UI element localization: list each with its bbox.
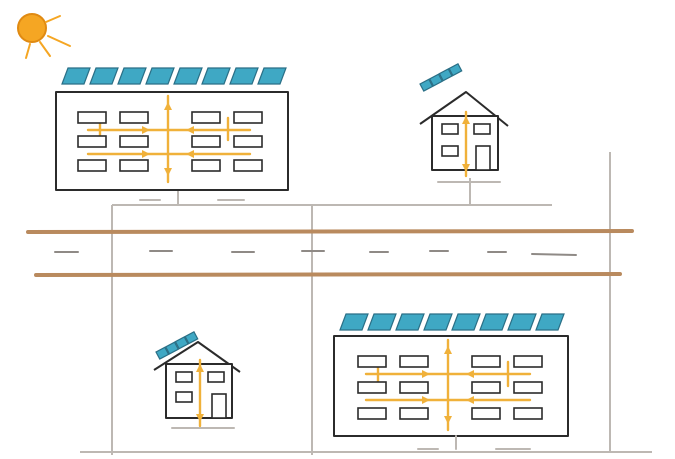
- power-flow-arrow-icon: [196, 364, 204, 422]
- apartment-building-top: [55, 91, 289, 201]
- solar-panels-building-top: [61, 67, 287, 85]
- solar-panel-icon: [155, 331, 199, 360]
- solar-panels-house-bottom: [155, 331, 199, 360]
- apartment-building-bottom: [333, 335, 569, 450]
- solar-panel-icon: [419, 63, 463, 92]
- sun-icon: [17, 13, 71, 59]
- solar-panels-house-top: [419, 63, 463, 92]
- house-top: [419, 91, 509, 183]
- grid-lines: [80, 152, 652, 455]
- solar-panel-icon: [339, 313, 565, 331]
- house-bottom: [153, 341, 241, 429]
- power-flow-arrow-icon: [462, 116, 470, 172]
- solar-panels-building-bottom: [339, 313, 565, 331]
- power-flow-arrow-icon: [142, 102, 194, 176]
- solar-panel-icon: [61, 67, 287, 85]
- power-flow-arrow-icon: [422, 346, 474, 424]
- road: [26, 229, 634, 277]
